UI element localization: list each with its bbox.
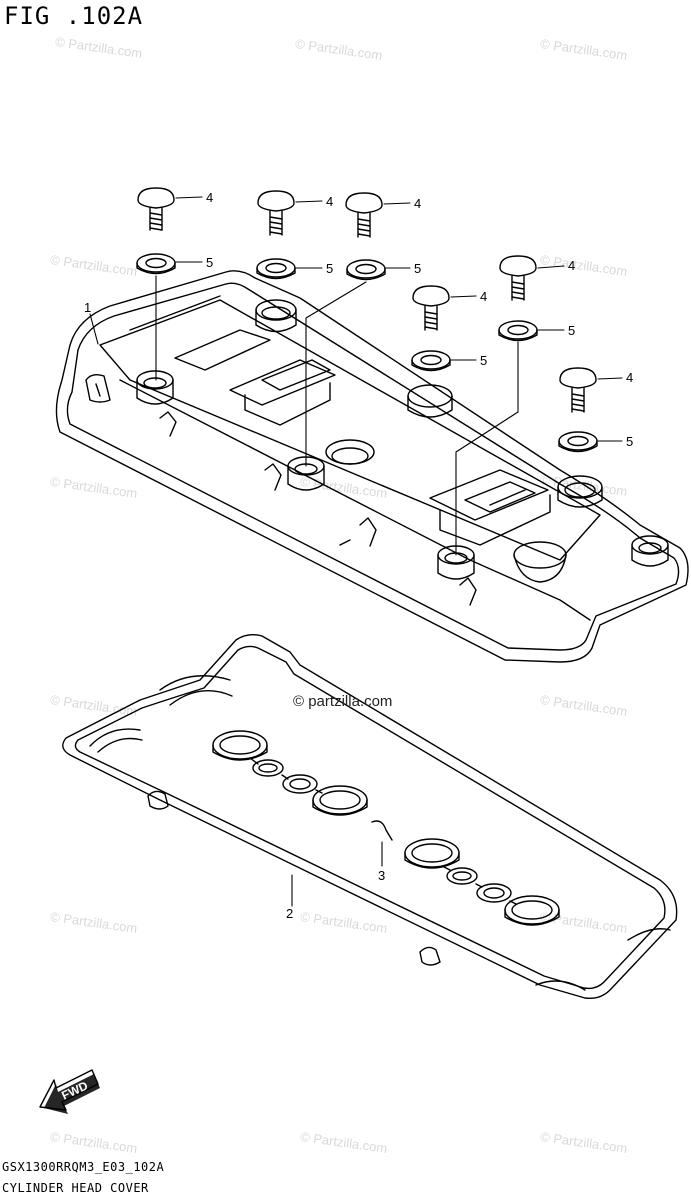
callout-4: 4	[480, 289, 487, 304]
bolt	[257, 190, 295, 236]
callout-5: 5	[414, 261, 421, 276]
callout-4: 4	[326, 194, 333, 209]
callout-3: 3	[378, 868, 385, 883]
bolt	[137, 187, 175, 231]
callout-5: 5	[206, 255, 213, 270]
cylinder-head-cover	[55, 270, 689, 663]
leader-lines	[89, 196, 623, 907]
callout-5: 5	[480, 353, 487, 368]
callout-4: 4	[414, 196, 421, 211]
fwd-arrow-icon: FWD	[39, 1069, 100, 1114]
callout-4: 4	[206, 190, 213, 205]
callout-5: 5	[626, 434, 633, 449]
center-watermark: © partzilla.com	[293, 693, 393, 710]
cover-washers	[136, 253, 598, 453]
plug-hole-seals	[212, 730, 560, 926]
washer	[411, 350, 451, 372]
callout-numbers: 4 4 4 4 4 4 5 5 5 5 5 5 1 2 3	[84, 190, 633, 921]
washer	[136, 253, 176, 275]
callout-5: 5	[568, 323, 575, 338]
model-code: GSX1300RRQM3_E03_102A	[2, 1160, 165, 1174]
callout-1: 1	[84, 300, 91, 315]
callout-5: 5	[326, 261, 333, 276]
washer	[256, 258, 296, 280]
bolt	[345, 192, 383, 238]
callout-4: 4	[626, 370, 633, 385]
bolt	[412, 285, 450, 331]
cover-bolts	[137, 187, 597, 413]
washer	[346, 259, 386, 281]
bolt	[559, 367, 597, 413]
head-cover-gasket	[62, 633, 678, 1000]
callout-2: 2	[286, 906, 293, 921]
callout-4: 4	[568, 258, 575, 273]
washer	[558, 431, 598, 453]
figure-title: FIG .102A	[4, 2, 144, 30]
assembly-lines	[155, 275, 519, 556]
washer	[498, 320, 538, 342]
bolt	[499, 255, 537, 301]
part-name: CYLINDER HEAD COVER	[2, 1181, 149, 1195]
